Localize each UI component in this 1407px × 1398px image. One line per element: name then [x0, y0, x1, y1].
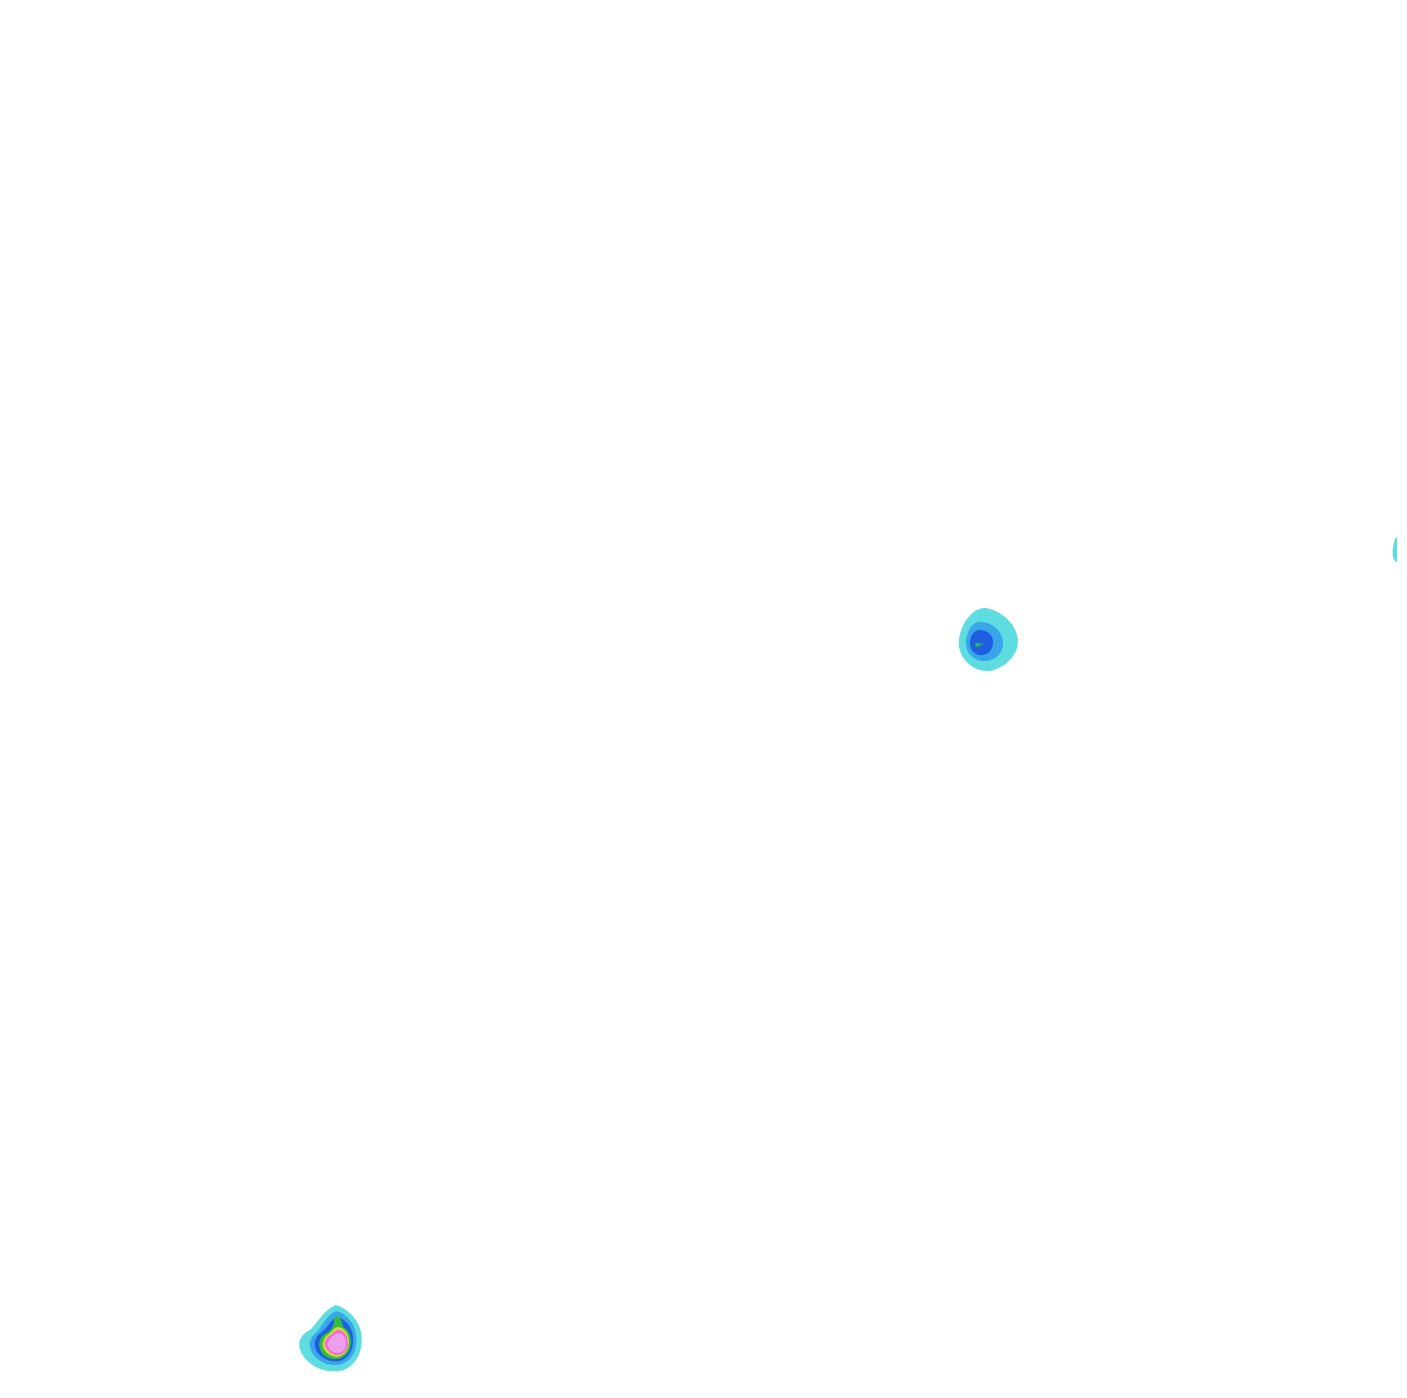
cell-center-level-4 [975, 643, 984, 647]
cell-bottom-left [299, 1305, 362, 1372]
cell-center [958, 607, 1018, 672]
cell-bottom-left-level-7 [327, 1333, 346, 1353]
cell-right-edge-level-1 [1392, 537, 1397, 562]
cell-right-edge [1392, 537, 1397, 562]
cell-center-level-3 [969, 630, 994, 656]
